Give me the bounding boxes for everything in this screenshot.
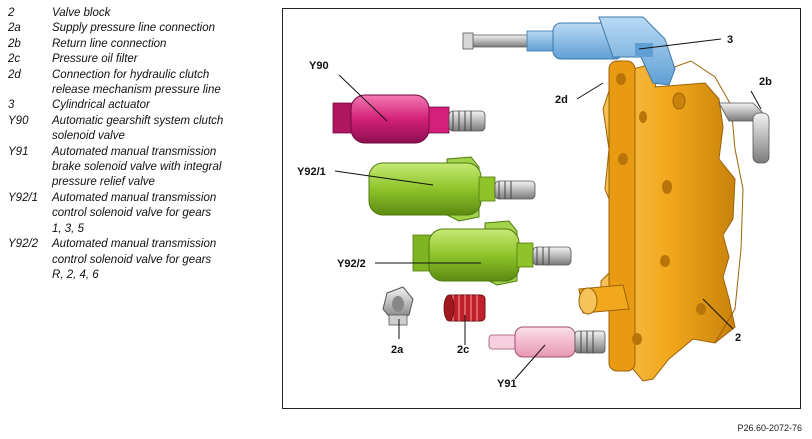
legend-description: Automated manual transmission control so… bbox=[52, 191, 217, 235]
legend-code: Y91 bbox=[8, 145, 29, 158]
legend-description: Automated manual transmission control so… bbox=[52, 238, 217, 281]
y92-2-solenoid-valve bbox=[412, 220, 572, 286]
pressure-oil-filter bbox=[443, 294, 486, 322]
diagram-frame: 3 2b Y90 2d Y92/1 Y92/2 2 2a 2c Y91 bbox=[282, 8, 801, 409]
legend-item: Y92/2 Automated manual transmission contr… bbox=[8, 237, 278, 283]
callout-label-y90: Y90 bbox=[309, 60, 329, 72]
callout-label-2b: 2b bbox=[759, 76, 772, 88]
return-line-connection bbox=[718, 102, 770, 164]
legend-item: 2d Connection for hydraulic clutch releas… bbox=[8, 68, 278, 99]
legend-description: Connection for hydraulic clutch release … bbox=[52, 68, 221, 97]
legend-description: Return line connection bbox=[52, 37, 167, 50]
legend-item: Y90 Automatic gearshift system clutch sol… bbox=[8, 114, 278, 145]
y91-solenoid-valve bbox=[488, 326, 606, 358]
valve-block bbox=[578, 44, 744, 382]
cylindrical-actuator bbox=[462, 16, 676, 86]
legend-description: Supply pressure line connection bbox=[52, 22, 216, 35]
legend-code: Y92/1 bbox=[8, 191, 39, 204]
y90-solenoid-valve bbox=[332, 94, 486, 144]
legend-description: Pressure oil filter bbox=[52, 53, 138, 66]
legend-list: 2 Valve block 2a Supply pressure line conn… bbox=[8, 6, 278, 283]
legend-code: 2b bbox=[8, 37, 21, 50]
callout-label-y92-1: Y92/1 bbox=[297, 166, 326, 178]
reference-code: P26.60-2072-76 bbox=[737, 423, 802, 433]
y92-1-solenoid-valve bbox=[368, 156, 536, 222]
legend-code: Y92/2 bbox=[8, 238, 39, 251]
legend-description: Valve block bbox=[52, 7, 111, 19]
legend-code: 2c bbox=[8, 53, 21, 66]
supply-pressure-line-connection bbox=[382, 286, 414, 326]
callout-label-y91: Y91 bbox=[497, 378, 517, 390]
legend-item: 2c Pressure oil filter bbox=[8, 52, 278, 67]
callout-label-2a: 2a bbox=[391, 344, 404, 356]
legend-item: 3 Cylindrical actuator bbox=[8, 98, 278, 113]
legend-description: Automatic gearshift system clutch soleno… bbox=[52, 114, 224, 143]
leader-lines bbox=[334, 38, 762, 380]
legend-code: 3 bbox=[8, 99, 15, 112]
legend-code: 2d bbox=[8, 68, 21, 81]
exploded-diagram: 3 2b Y90 2d Y92/1 Y92/2 2 2a 2c Y91 bbox=[297, 16, 772, 390]
callout-label-2d: 2d bbox=[555, 94, 568, 106]
callout-label-3: 3 bbox=[727, 34, 733, 46]
legend-description: Cylindrical actuator bbox=[52, 99, 150, 112]
legend-item: Y91 Automated manual transmission brake s… bbox=[8, 145, 278, 191]
callout-label-2c: 2c bbox=[457, 344, 469, 356]
legend-item: Y92/1 Automated manual transmission contr… bbox=[8, 191, 278, 237]
legend-description: Automated manual transmission brake sole… bbox=[52, 145, 222, 189]
legend-code: 2 bbox=[8, 7, 15, 19]
callout-label-2: 2 bbox=[735, 332, 741, 344]
callout-label-y92-2: Y92/2 bbox=[337, 258, 366, 270]
legend-item: 2 Valve block bbox=[8, 6, 278, 21]
legend-code: 2a bbox=[8, 22, 21, 35]
legend-code: Y90 bbox=[8, 114, 29, 127]
legend-item: 2b Return line connection bbox=[8, 37, 278, 52]
legend-item: 2a Supply pressure line connection bbox=[8, 21, 278, 36]
